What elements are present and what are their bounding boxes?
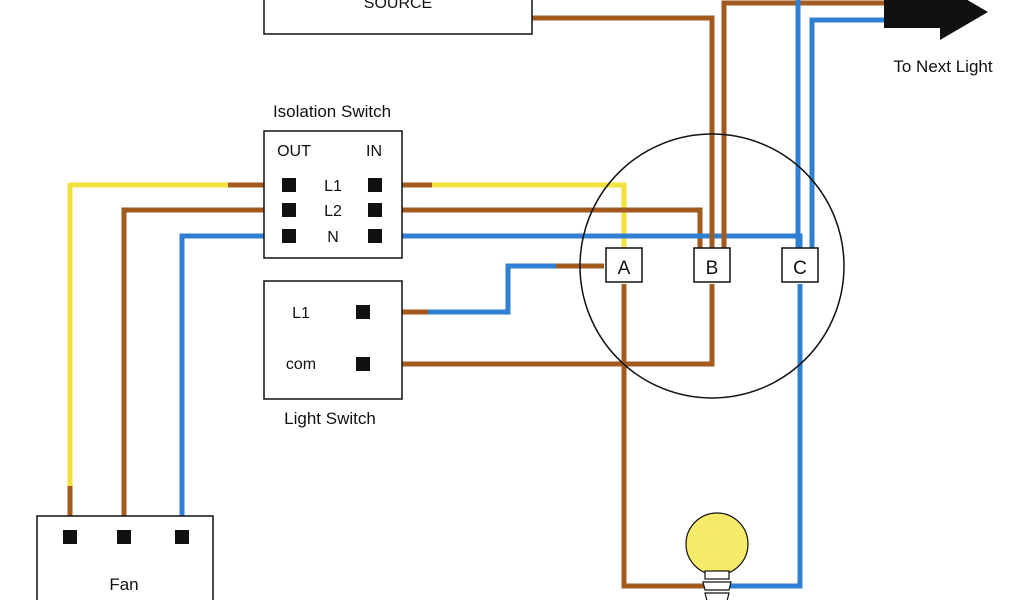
wire-brown-switch-com [364, 284, 715, 367]
rose-terminal-b-label: B [706, 258, 719, 279]
isolation-terminal-n-out [282, 229, 296, 243]
isolation-switch-title: Isolation Switch [273, 102, 391, 121]
wire-blue-n-rose [378, 233, 803, 262]
isolation-terminal-n-in [368, 229, 382, 243]
wire-yellow-fan [67, 182, 288, 535]
wire-blue-bulb [722, 284, 803, 589]
isolation-terminal-l1-in [368, 178, 382, 192]
isolation-terminal-l2-out [282, 203, 296, 217]
isolation-in-label: IN [366, 143, 382, 160]
rose-terminal-c: C [781, 247, 819, 283]
light-switch-terminal-com-label: com [286, 356, 316, 373]
isolation-terminal-n-label: N [327, 229, 339, 246]
isolation-out-label: OUT [277, 143, 311, 160]
wire-brown-l2-rose [378, 207, 703, 262]
wires [67, 0, 886, 589]
source-box: SOURCE [263, 0, 533, 35]
wire-brown-bulb [621, 284, 714, 589]
light-switch-title: Light Switch [284, 409, 376, 428]
light-bulb-icon [685, 512, 749, 600]
rose-terminal-a-label: A [618, 258, 631, 279]
fan-label: Fan [109, 575, 138, 594]
fan-terminal-blue [175, 530, 189, 544]
rose-terminal-b: B [693, 247, 731, 283]
light-switch-terminal-com [356, 357, 370, 371]
next-light-indicator: To Next Light [884, 0, 993, 76]
ceiling-rose [579, 133, 845, 399]
rose-terminal-c-label: C [793, 258, 807, 279]
isolation-terminal-l1-label: L1 [324, 178, 342, 195]
wire-blue-switch-l1 [364, 263, 602, 315]
light-switch-terminal-l1-label: L1 [292, 305, 310, 322]
light-switch-terminal-l1 [356, 305, 370, 319]
isolation-terminal-l2-in [368, 203, 382, 217]
isolation-terminal-l2-label: L2 [324, 203, 342, 220]
light-switch: L1 com Light Switch [263, 280, 403, 428]
isolation-switch: Isolation Switch OUT IN L1 L2 N [263, 102, 403, 259]
wire-blue-next-c [809, 17, 886, 262]
isolation-terminal-l1-out [282, 178, 296, 192]
fan: Fan [36, 515, 214, 600]
fan-terminal-yellow [63, 530, 77, 544]
source-label: SOURCE [364, 0, 432, 12]
fan-terminal-brown [117, 530, 131, 544]
wire-blue-n-fan [179, 233, 288, 535]
rose-terminal-a: A [605, 247, 643, 283]
wire-brown-next-b [721, 0, 886, 262]
wire-brown-source-b [532, 15, 715, 262]
arrow-right-icon [884, 0, 988, 40]
next-light-label: To Next Light [893, 57, 992, 76]
wire-brown-l2-fan [121, 207, 288, 535]
